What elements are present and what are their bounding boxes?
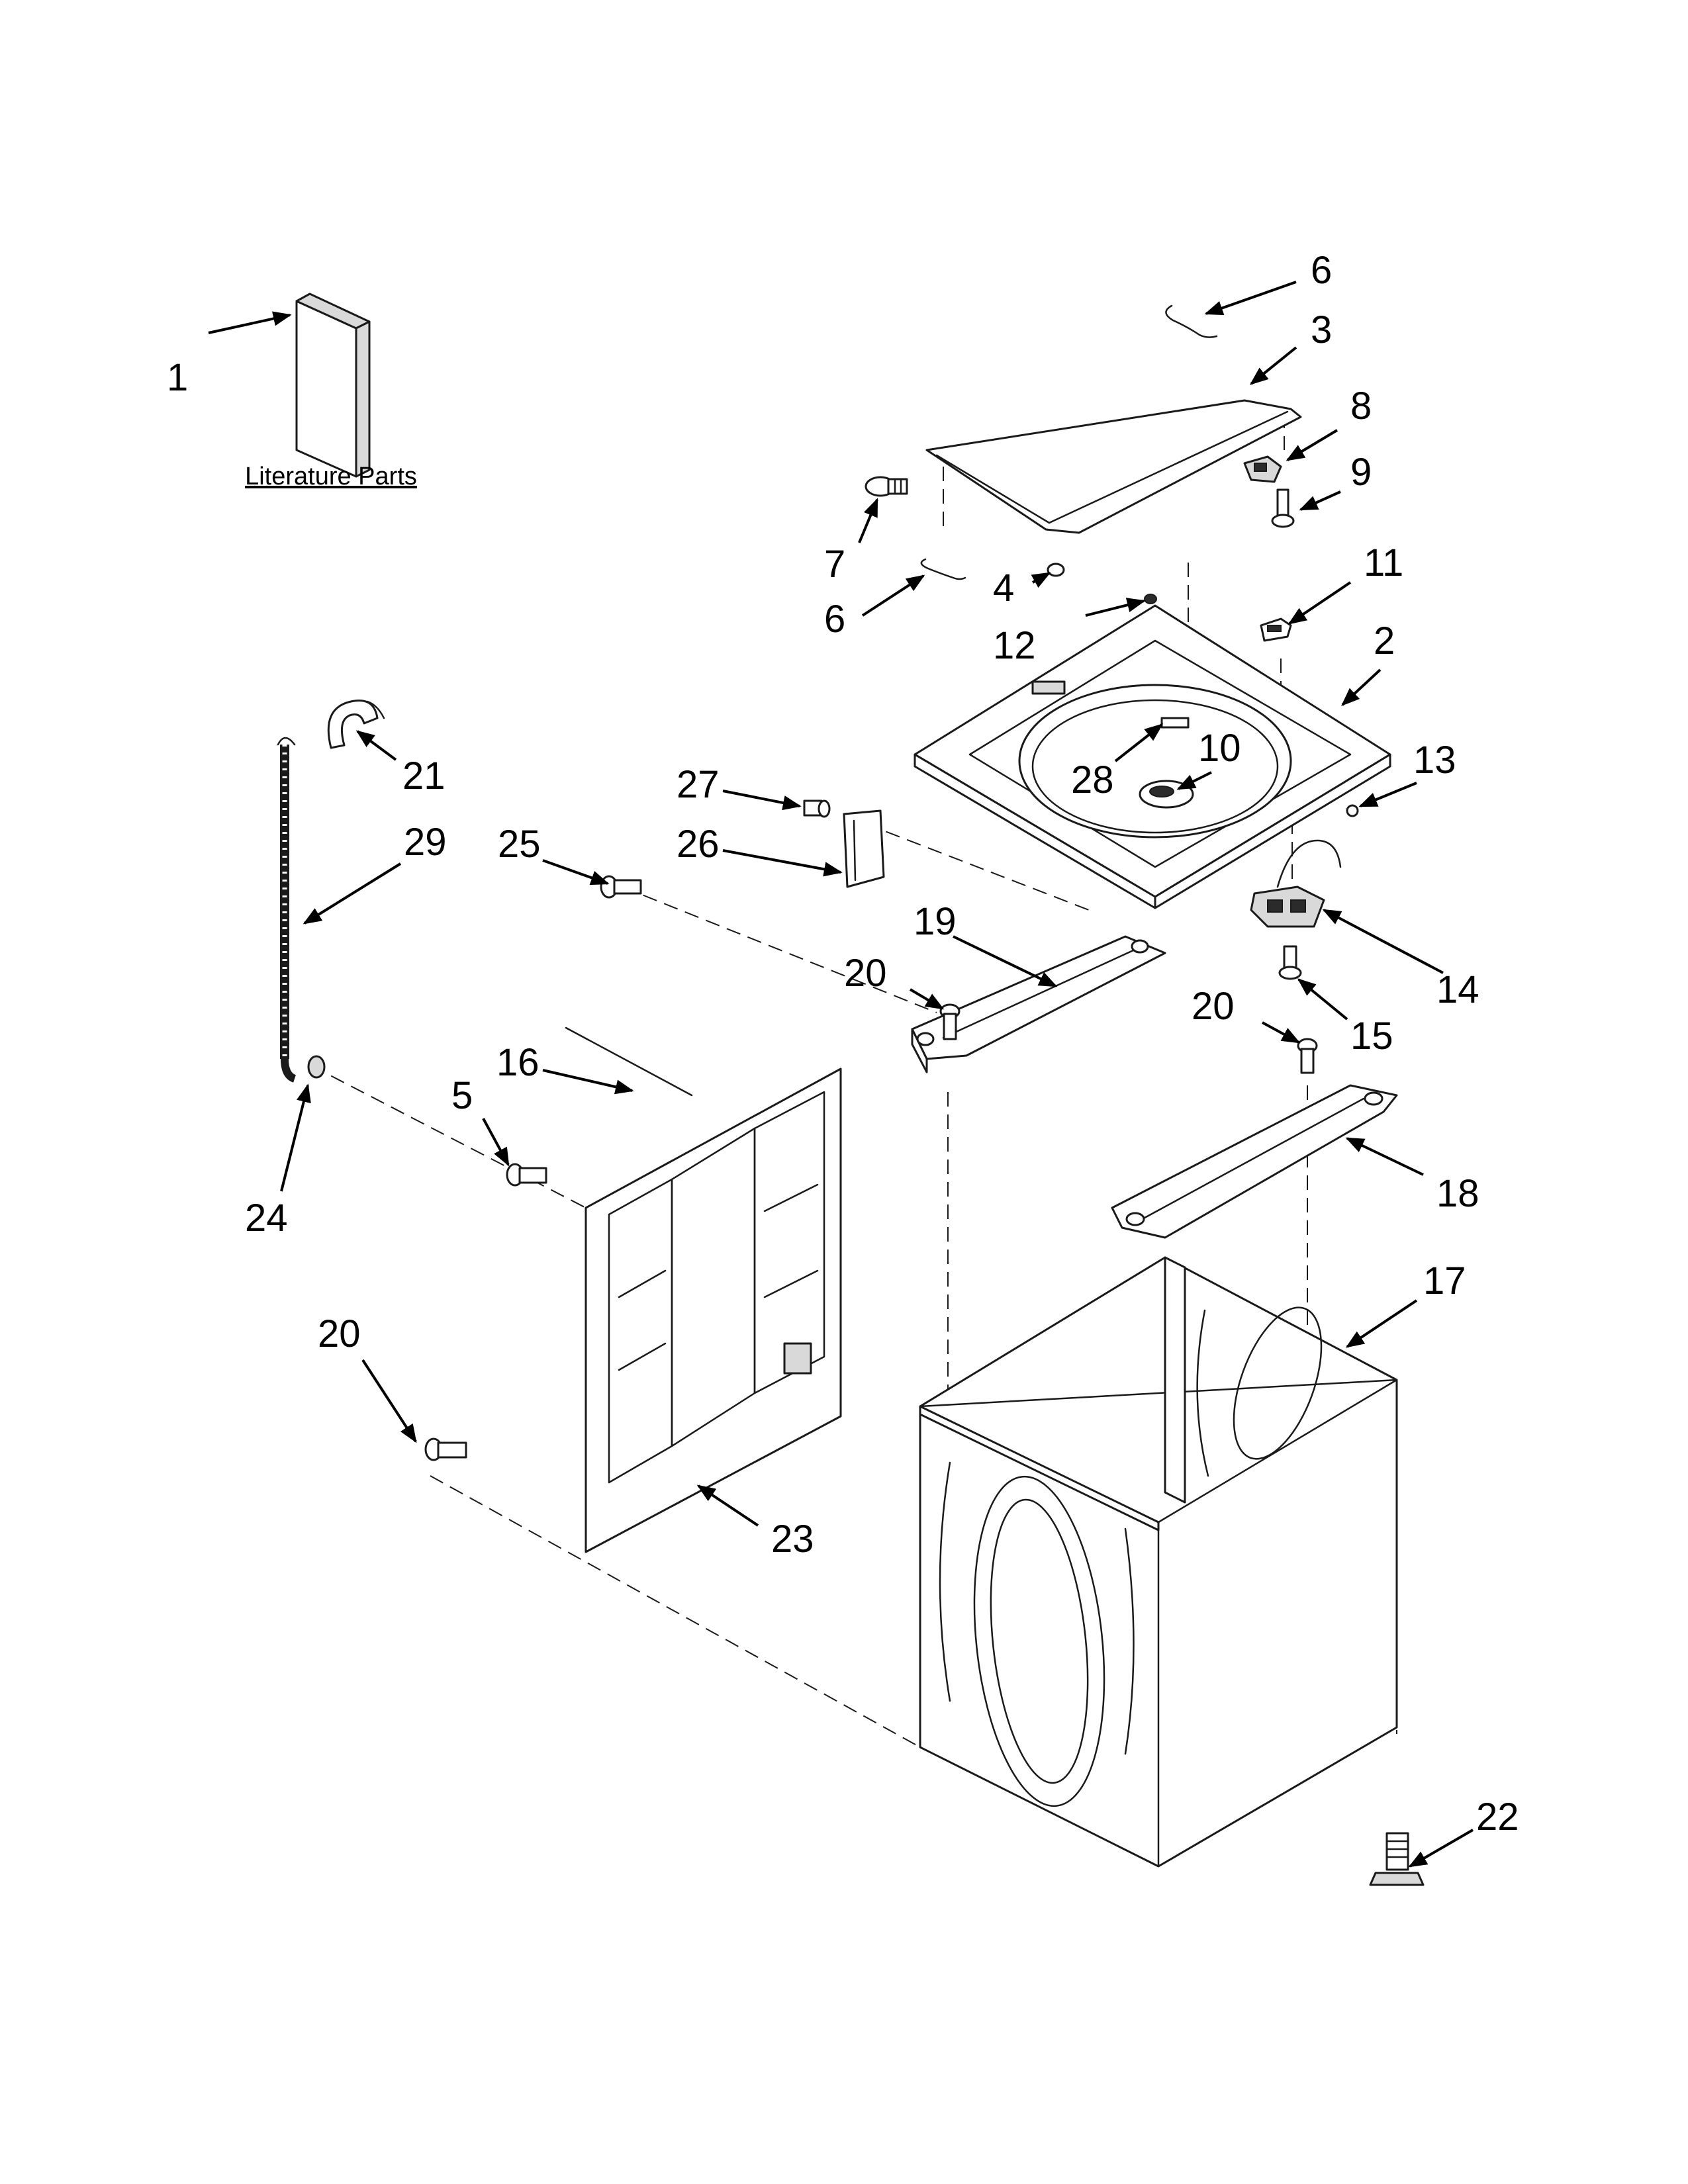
drain-hose	[277, 737, 297, 1083]
lid-screw	[1271, 488, 1295, 528]
leveling-leg	[1369, 1832, 1425, 1886]
switch-screw	[1278, 945, 1302, 980]
hose-clamp	[307, 1055, 326, 1079]
callout-20-right: 20	[1192, 985, 1235, 1028]
callout-labels: 1 2 3 4 5 6 6 7 8 9 10 11 12 13 14 15 16…	[167, 249, 1519, 1839]
rear-panel	[585, 1068, 842, 1553]
lid-switch-actuator	[1243, 455, 1282, 483]
callout-10: 10	[1198, 727, 1241, 770]
callout-13: 13	[1413, 739, 1456, 782]
callout-24: 24	[245, 1197, 288, 1240]
callout-15: 15	[1350, 1015, 1393, 1058]
left-top-rail	[911, 935, 1166, 1073]
callout-7: 7	[824, 543, 845, 586]
panel-screw	[506, 1163, 547, 1187]
lid-bumper	[865, 476, 908, 497]
literature-parts-caption: Literature Parts	[245, 463, 417, 490]
callout-22: 22	[1476, 1796, 1519, 1839]
cabinet	[919, 1256, 1398, 1868]
callout-6-bottom: 6	[824, 598, 845, 641]
callout-29: 29	[404, 821, 447, 864]
callout-14: 14	[1436, 968, 1479, 1011]
rail-screw-right	[1297, 1038, 1318, 1074]
callout-23: 23	[771, 1518, 814, 1561]
bracket	[843, 809, 885, 888]
callout-1: 1	[167, 356, 188, 399]
callout-20-rail: 20	[844, 952, 887, 995]
callout-20-lower: 20	[318, 1312, 361, 1355]
callout-16: 16	[496, 1041, 539, 1084]
callout-28: 28	[1071, 758, 1114, 801]
callout-19: 19	[914, 900, 957, 943]
callout-11: 11	[1364, 541, 1403, 584]
top-screw	[1144, 594, 1157, 604]
lid-switch	[1250, 839, 1342, 928]
washer-lid	[925, 399, 1302, 534]
cabinet-screw	[424, 1437, 467, 1461]
callout-4: 4	[993, 567, 1014, 610]
hose-guide	[327, 700, 385, 749]
callout-18: 18	[1436, 1172, 1479, 1215]
side-screw	[1346, 804, 1359, 817]
callout-8: 8	[1350, 385, 1372, 428]
right-top-rail	[1111, 1084, 1398, 1239]
hinge-pin-bottom	[920, 558, 966, 580]
literature-parts-booklet	[295, 293, 371, 478]
callout-21: 21	[402, 754, 445, 797]
switch-cover	[1260, 617, 1292, 642]
callout-25: 25	[498, 823, 541, 866]
hinge-pin-top	[1165, 304, 1218, 338]
rear-screw	[600, 875, 642, 899]
rail-screw-left	[939, 1003, 961, 1040]
callout-2: 2	[1374, 619, 1395, 662]
leader-arrows	[208, 281, 1474, 1868]
callout-9: 9	[1350, 451, 1372, 494]
callout-17: 17	[1423, 1259, 1466, 1302]
callout-27: 27	[677, 763, 720, 806]
callout-26: 26	[677, 823, 720, 866]
plug	[1047, 563, 1065, 577]
bracket-screw	[803, 799, 831, 818]
callout-5: 5	[451, 1074, 473, 1117]
tie-strap	[565, 1026, 693, 1097]
top-panel	[914, 604, 1391, 909]
callout-3: 3	[1311, 308, 1332, 351]
callout-6-top: 6	[1311, 249, 1332, 292]
callout-12: 12	[993, 624, 1036, 667]
